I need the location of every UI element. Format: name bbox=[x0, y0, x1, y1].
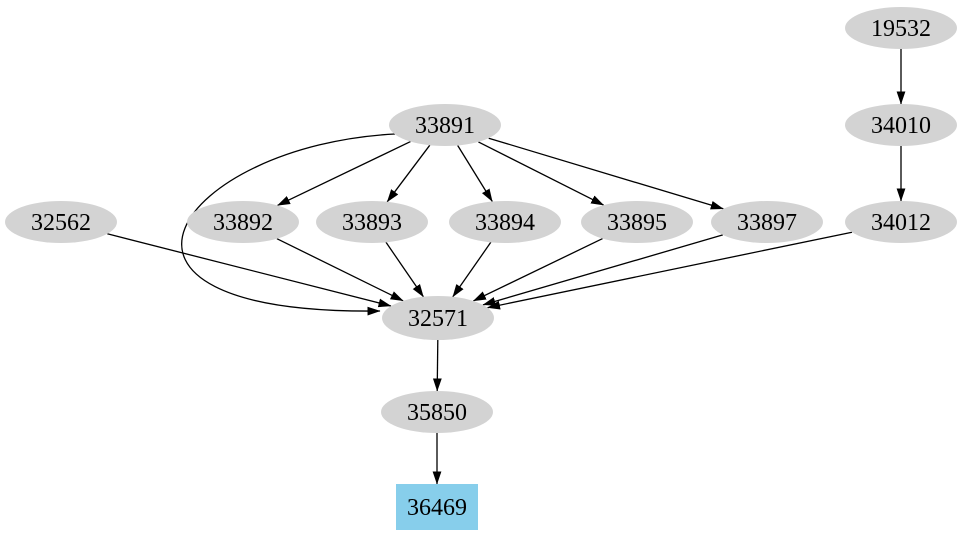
node-33894-ellipse bbox=[449, 201, 561, 243]
node-33895-label: 33895 bbox=[607, 210, 667, 236]
node-34010-ellipse bbox=[845, 104, 957, 146]
node-33897-ellipse bbox=[711, 201, 823, 243]
node-33894-label: 33894 bbox=[475, 210, 535, 236]
edges-layer bbox=[107, 49, 906, 485]
edge-33894-32571 bbox=[452, 241, 492, 298]
node-34010-label: 34010 bbox=[871, 113, 931, 139]
edge-32562-32571 bbox=[107, 233, 392, 308]
edge-33897-32571 bbox=[482, 234, 723, 306]
node-35850-label: 35850 bbox=[407, 400, 467, 426]
node-33897: 33897 bbox=[711, 201, 823, 243]
node-33891-ellipse bbox=[389, 104, 501, 146]
node-19532-label: 19532 bbox=[871, 16, 931, 42]
node-32562-ellipse bbox=[5, 201, 117, 243]
node-36469: 36469 bbox=[396, 484, 478, 530]
node-33895-ellipse bbox=[581, 201, 693, 243]
edge-33891-33895 bbox=[478, 141, 605, 206]
node-35850-ellipse bbox=[381, 391, 493, 433]
node-33893-ellipse bbox=[316, 201, 428, 243]
node-34012-label: 34012 bbox=[871, 210, 931, 236]
node-19532-ellipse bbox=[845, 7, 957, 49]
node-19532: 19532 bbox=[845, 7, 957, 49]
node-36469-box bbox=[396, 484, 478, 530]
edge-33891-33892 bbox=[277, 141, 411, 206]
node-32571: 32571 bbox=[382, 296, 494, 340]
node-34010: 34010 bbox=[845, 104, 957, 146]
node-36469-label: 36469 bbox=[407, 495, 467, 521]
node-33891: 33891 bbox=[389, 104, 501, 146]
node-34012: 34012 bbox=[845, 201, 957, 243]
node-33892-label: 33892 bbox=[213, 210, 273, 236]
node-33891-label: 33891 bbox=[415, 113, 475, 139]
edge-33891-32571 bbox=[181, 133, 396, 316]
node-33892: 33892 bbox=[187, 201, 299, 243]
edge-33895-32571 bbox=[472, 238, 603, 302]
edge-34012-32571 bbox=[487, 231, 853, 310]
node-32571-ellipse bbox=[382, 296, 494, 340]
edge-33891-33893 bbox=[386, 144, 431, 203]
node-33892-ellipse bbox=[187, 201, 299, 243]
node-33894: 33894 bbox=[449, 201, 561, 243]
edge-33891-33897 bbox=[488, 137, 724, 210]
edge-32571-35850 bbox=[432, 339, 442, 392]
edge-33892-32571 bbox=[276, 238, 404, 302]
node-33893-label: 33893 bbox=[342, 210, 402, 236]
nodes-layer: 19532 34010 34012 33891 32562 33892 33893 33894… bbox=[5, 7, 957, 530]
node-33897-label: 33897 bbox=[737, 210, 797, 236]
edge-33891-33894 bbox=[457, 145, 493, 202]
node-34012-ellipse bbox=[845, 201, 957, 243]
node-35850: 35850 bbox=[381, 391, 493, 433]
edge-33893-32571 bbox=[385, 241, 424, 298]
node-32571-label: 32571 bbox=[408, 306, 468, 332]
node-32562-label: 32562 bbox=[31, 210, 91, 236]
node-33895: 33895 bbox=[581, 201, 693, 243]
node-33893: 33893 bbox=[316, 201, 428, 243]
node-32562: 32562 bbox=[5, 201, 117, 243]
